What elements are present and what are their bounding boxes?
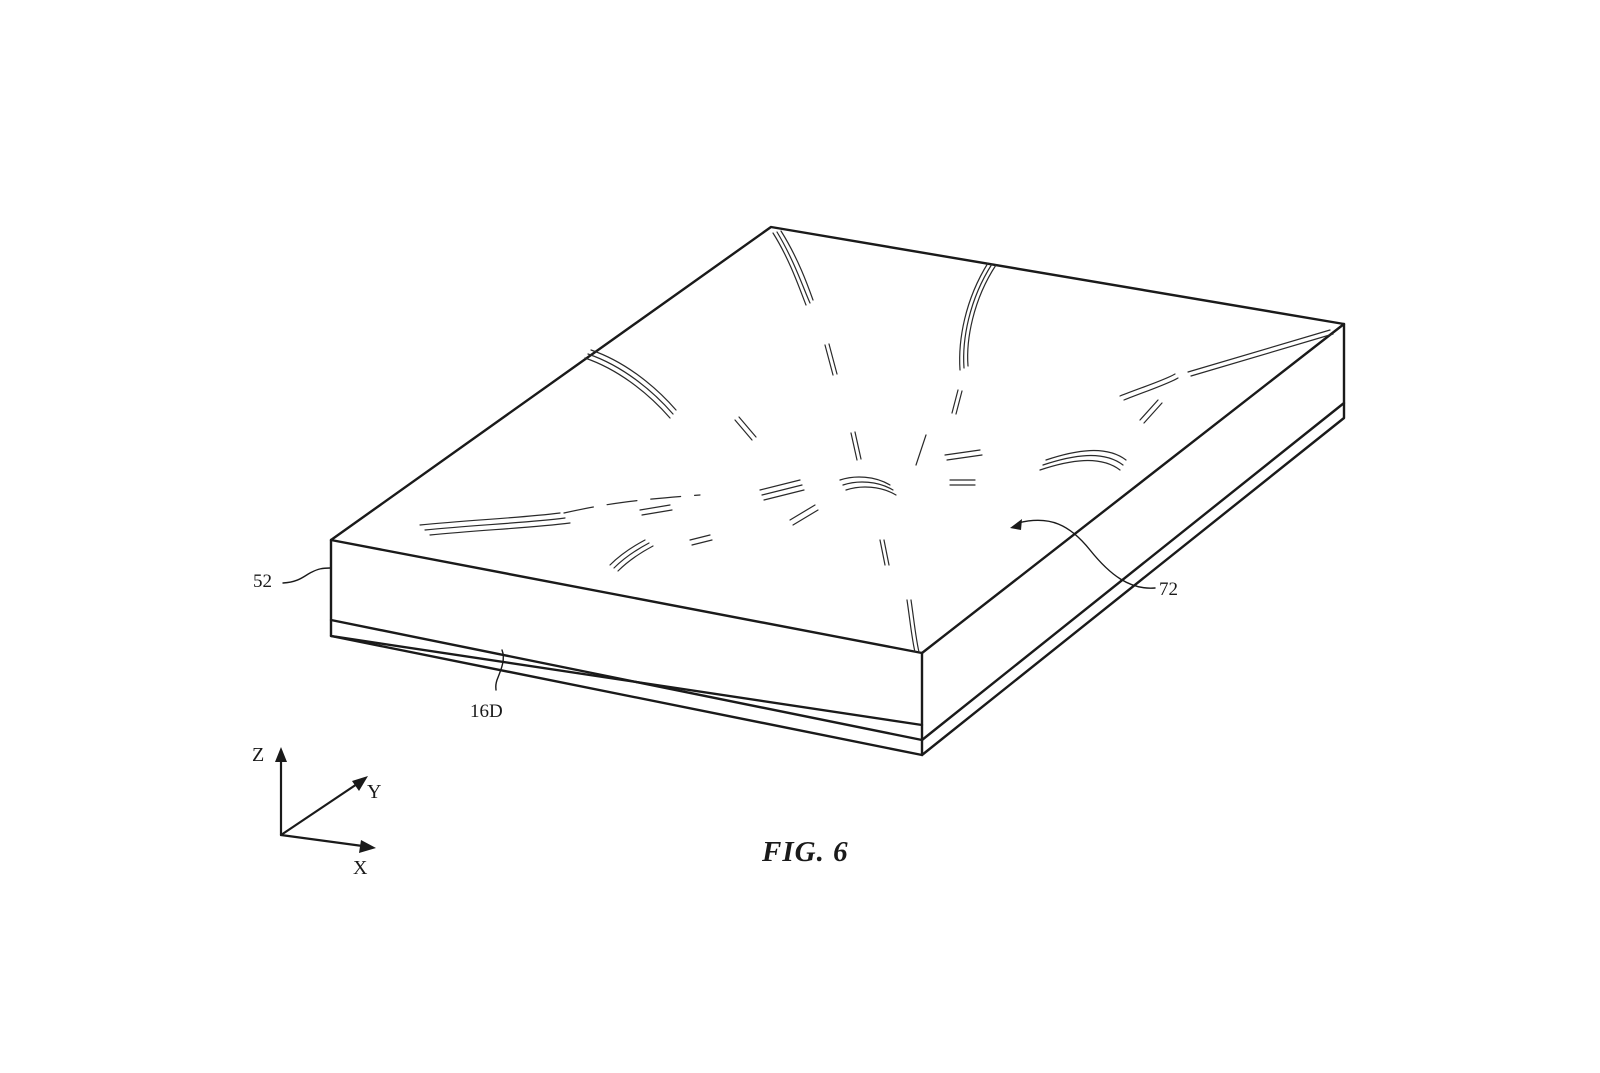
- x-axis-line: [279, 833, 372, 849]
- leader-72: [1017, 519, 1156, 589]
- top-face: [329, 225, 1346, 655]
- axis-label-z: Z: [252, 744, 265, 766]
- z-arrowhead: [275, 747, 287, 762]
- x-arrowhead: [359, 840, 376, 853]
- leader-52: [282, 567, 331, 584]
- label-72: 72: [1159, 579, 1178, 600]
- axis-label-y: Y: [367, 781, 382, 803]
- label-16d: 16D: [470, 701, 503, 722]
- right-face: [920, 322, 1346, 742]
- axis-label-x: X: [353, 857, 368, 879]
- front-face: [329, 538, 924, 742]
- figure-caption: FIG. 6: [762, 836, 849, 868]
- arrowhead-72: [1010, 519, 1022, 530]
- y-arrowhead: [352, 776, 368, 791]
- leader-16d: [495, 649, 505, 691]
- y-axis-line: [279, 778, 365, 837]
- label-52: 52: [253, 571, 272, 592]
- axis-triad: [279, 751, 372, 849]
